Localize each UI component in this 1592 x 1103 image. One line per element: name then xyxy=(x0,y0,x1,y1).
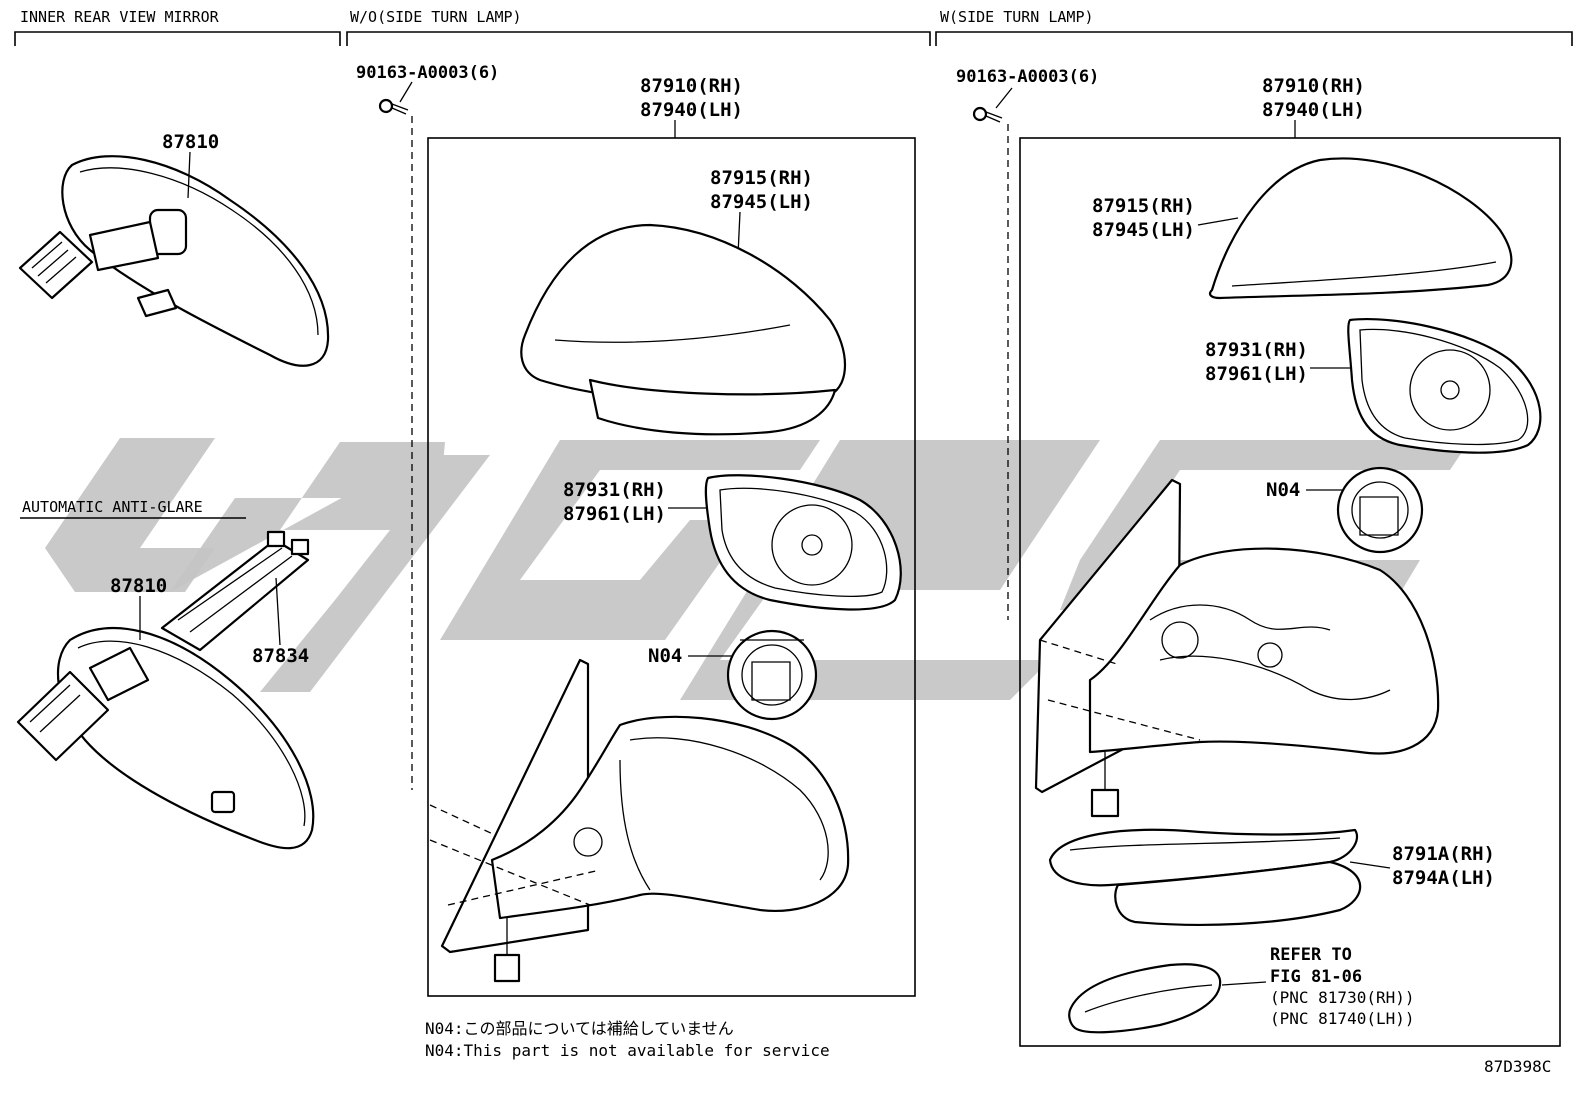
wo-glass-drawing xyxy=(704,474,902,611)
label-refer-fig: FIG 81-06 xyxy=(1270,967,1362,987)
w-base-drawing xyxy=(1034,478,1440,818)
w-assembly-box xyxy=(1019,137,1561,1047)
label-wo-glass-rh: 87931(RH) xyxy=(563,479,666,501)
label-w-screw: 90163-A0003(6) xyxy=(956,67,1099,87)
inner-mirror-drawing xyxy=(18,155,330,367)
label-wo-cover-rh: 87915(RH) xyxy=(710,167,813,189)
antiglare-mirror-drawing xyxy=(16,627,315,850)
note-jp: N04:この部品については補給していません xyxy=(425,1019,734,1038)
wo-base-drawing xyxy=(429,658,850,983)
w-glass-drawing xyxy=(1347,317,1542,454)
bracket-wo-side-lamp xyxy=(346,31,931,46)
wo-motor-drawing xyxy=(726,629,818,721)
label-antiglare-cover-pn: 87834 xyxy=(252,645,309,667)
label-inner-mirror-pn: 87810 xyxy=(162,131,219,153)
leader-w-cover xyxy=(1197,217,1239,226)
label-w-assy-lh: 87940(LH) xyxy=(1262,99,1365,121)
label-w-lamp-lh: 8794A(LH) xyxy=(1392,867,1495,889)
label-w-cover-rh: 87915(RH) xyxy=(1092,195,1195,217)
note-en: N04:This part is not available for servi… xyxy=(425,1041,830,1060)
leader-w-screw xyxy=(995,87,1013,109)
label-refer-pnc-lh: (PNC 81740(LH)) xyxy=(1270,1009,1415,1028)
leader-inner-mirror xyxy=(187,151,191,199)
section-auto-antiglare: AUTOMATIC ANTI-GLARE xyxy=(22,498,203,516)
leader-w-lamp xyxy=(1349,861,1391,869)
label-antiglare-mirror-pn: 87810 xyxy=(110,575,167,597)
label-refer-to: REFER TO xyxy=(1270,945,1352,965)
bracket-inner-mirror xyxy=(14,31,341,46)
bracket-w-side-lamp xyxy=(935,31,1573,46)
label-wo-motor: N04 xyxy=(648,645,682,667)
label-w-lamp-rh: 8791A(RH) xyxy=(1392,843,1495,865)
w-screw-icon xyxy=(972,106,1003,123)
antiglare-cover-drawing xyxy=(160,530,310,652)
wo-screw-icon xyxy=(378,98,409,115)
label-w-cover-lh: 87945(LH) xyxy=(1092,219,1195,241)
label-refer-pnc-rh: (PNC 81730(RH)) xyxy=(1270,988,1415,1007)
label-w-glass-rh: 87931(RH) xyxy=(1205,339,1308,361)
label-wo-assy-rh: 87910(RH) xyxy=(640,75,743,97)
label-w-assy-rh: 87910(RH) xyxy=(1262,75,1365,97)
section-w-side-lamp: W(SIDE TURN LAMP) xyxy=(940,8,1094,26)
w-motor-drawing xyxy=(1336,466,1424,554)
w-lamp-drawing xyxy=(1048,828,1362,926)
leader-antiglare-cover xyxy=(275,577,281,646)
label-wo-screw: 90163-A0003(6) xyxy=(356,63,499,83)
section-inner-mirror: INNER REAR VIEW MIRROR xyxy=(20,8,220,26)
label-wo-assy-lh: 87940(LH) xyxy=(640,99,743,121)
w-cover-drawing xyxy=(1209,157,1513,300)
w-side-lamp-drawing xyxy=(1068,963,1222,1034)
section-wo-side-lamp: W/O(SIDE TURN LAMP) xyxy=(350,8,522,26)
figure-code: 87D398C xyxy=(1484,1057,1551,1076)
leader-refer xyxy=(1221,981,1267,986)
label-w-glass-lh: 87961(LH) xyxy=(1205,363,1308,385)
wo-assembly-box xyxy=(427,137,916,997)
label-wo-cover-lh: 87945(LH) xyxy=(710,191,813,213)
label-wo-glass-lh: 87961(LH) xyxy=(563,503,666,525)
leader-wo-screw xyxy=(399,81,413,103)
label-w-motor: N04 xyxy=(1266,479,1300,501)
wo-cover-drawing xyxy=(520,223,847,436)
